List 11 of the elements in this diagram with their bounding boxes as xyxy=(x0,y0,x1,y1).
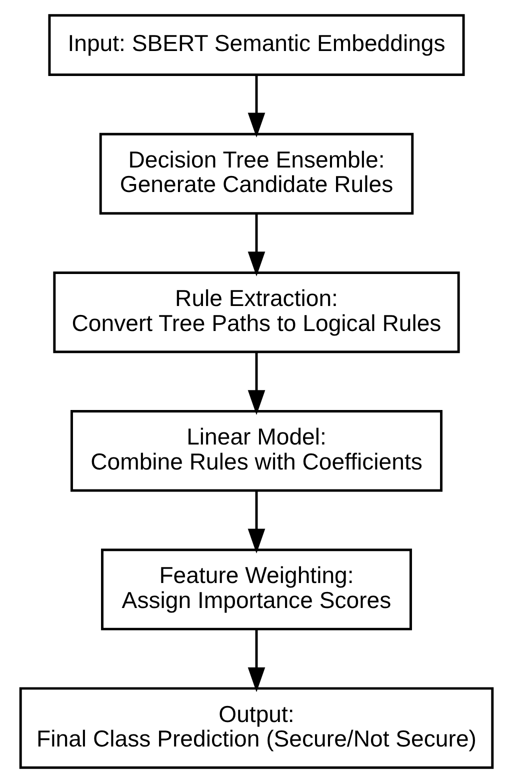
arrow xyxy=(248,75,266,138)
node-box: Rule Extraction: Convert Tree Paths to Logical Rules xyxy=(53,271,460,354)
node-box: Input: SBERT Semantic Embeddings xyxy=(48,14,465,76)
node-box: Decision Tree Ensemble: Generate Candidate Rules xyxy=(99,132,414,215)
arrow xyxy=(248,214,266,276)
arrow xyxy=(248,352,266,415)
node-box: Linear Model: Combine Rules with Coefficients xyxy=(70,410,442,492)
arrow xyxy=(248,490,266,554)
node-box: Feature Weighting: Assign Importance Scores xyxy=(101,548,412,630)
arrow xyxy=(248,630,266,692)
node-box: Output: Final Class Prediction (Secure/Not Secure) xyxy=(19,687,494,769)
